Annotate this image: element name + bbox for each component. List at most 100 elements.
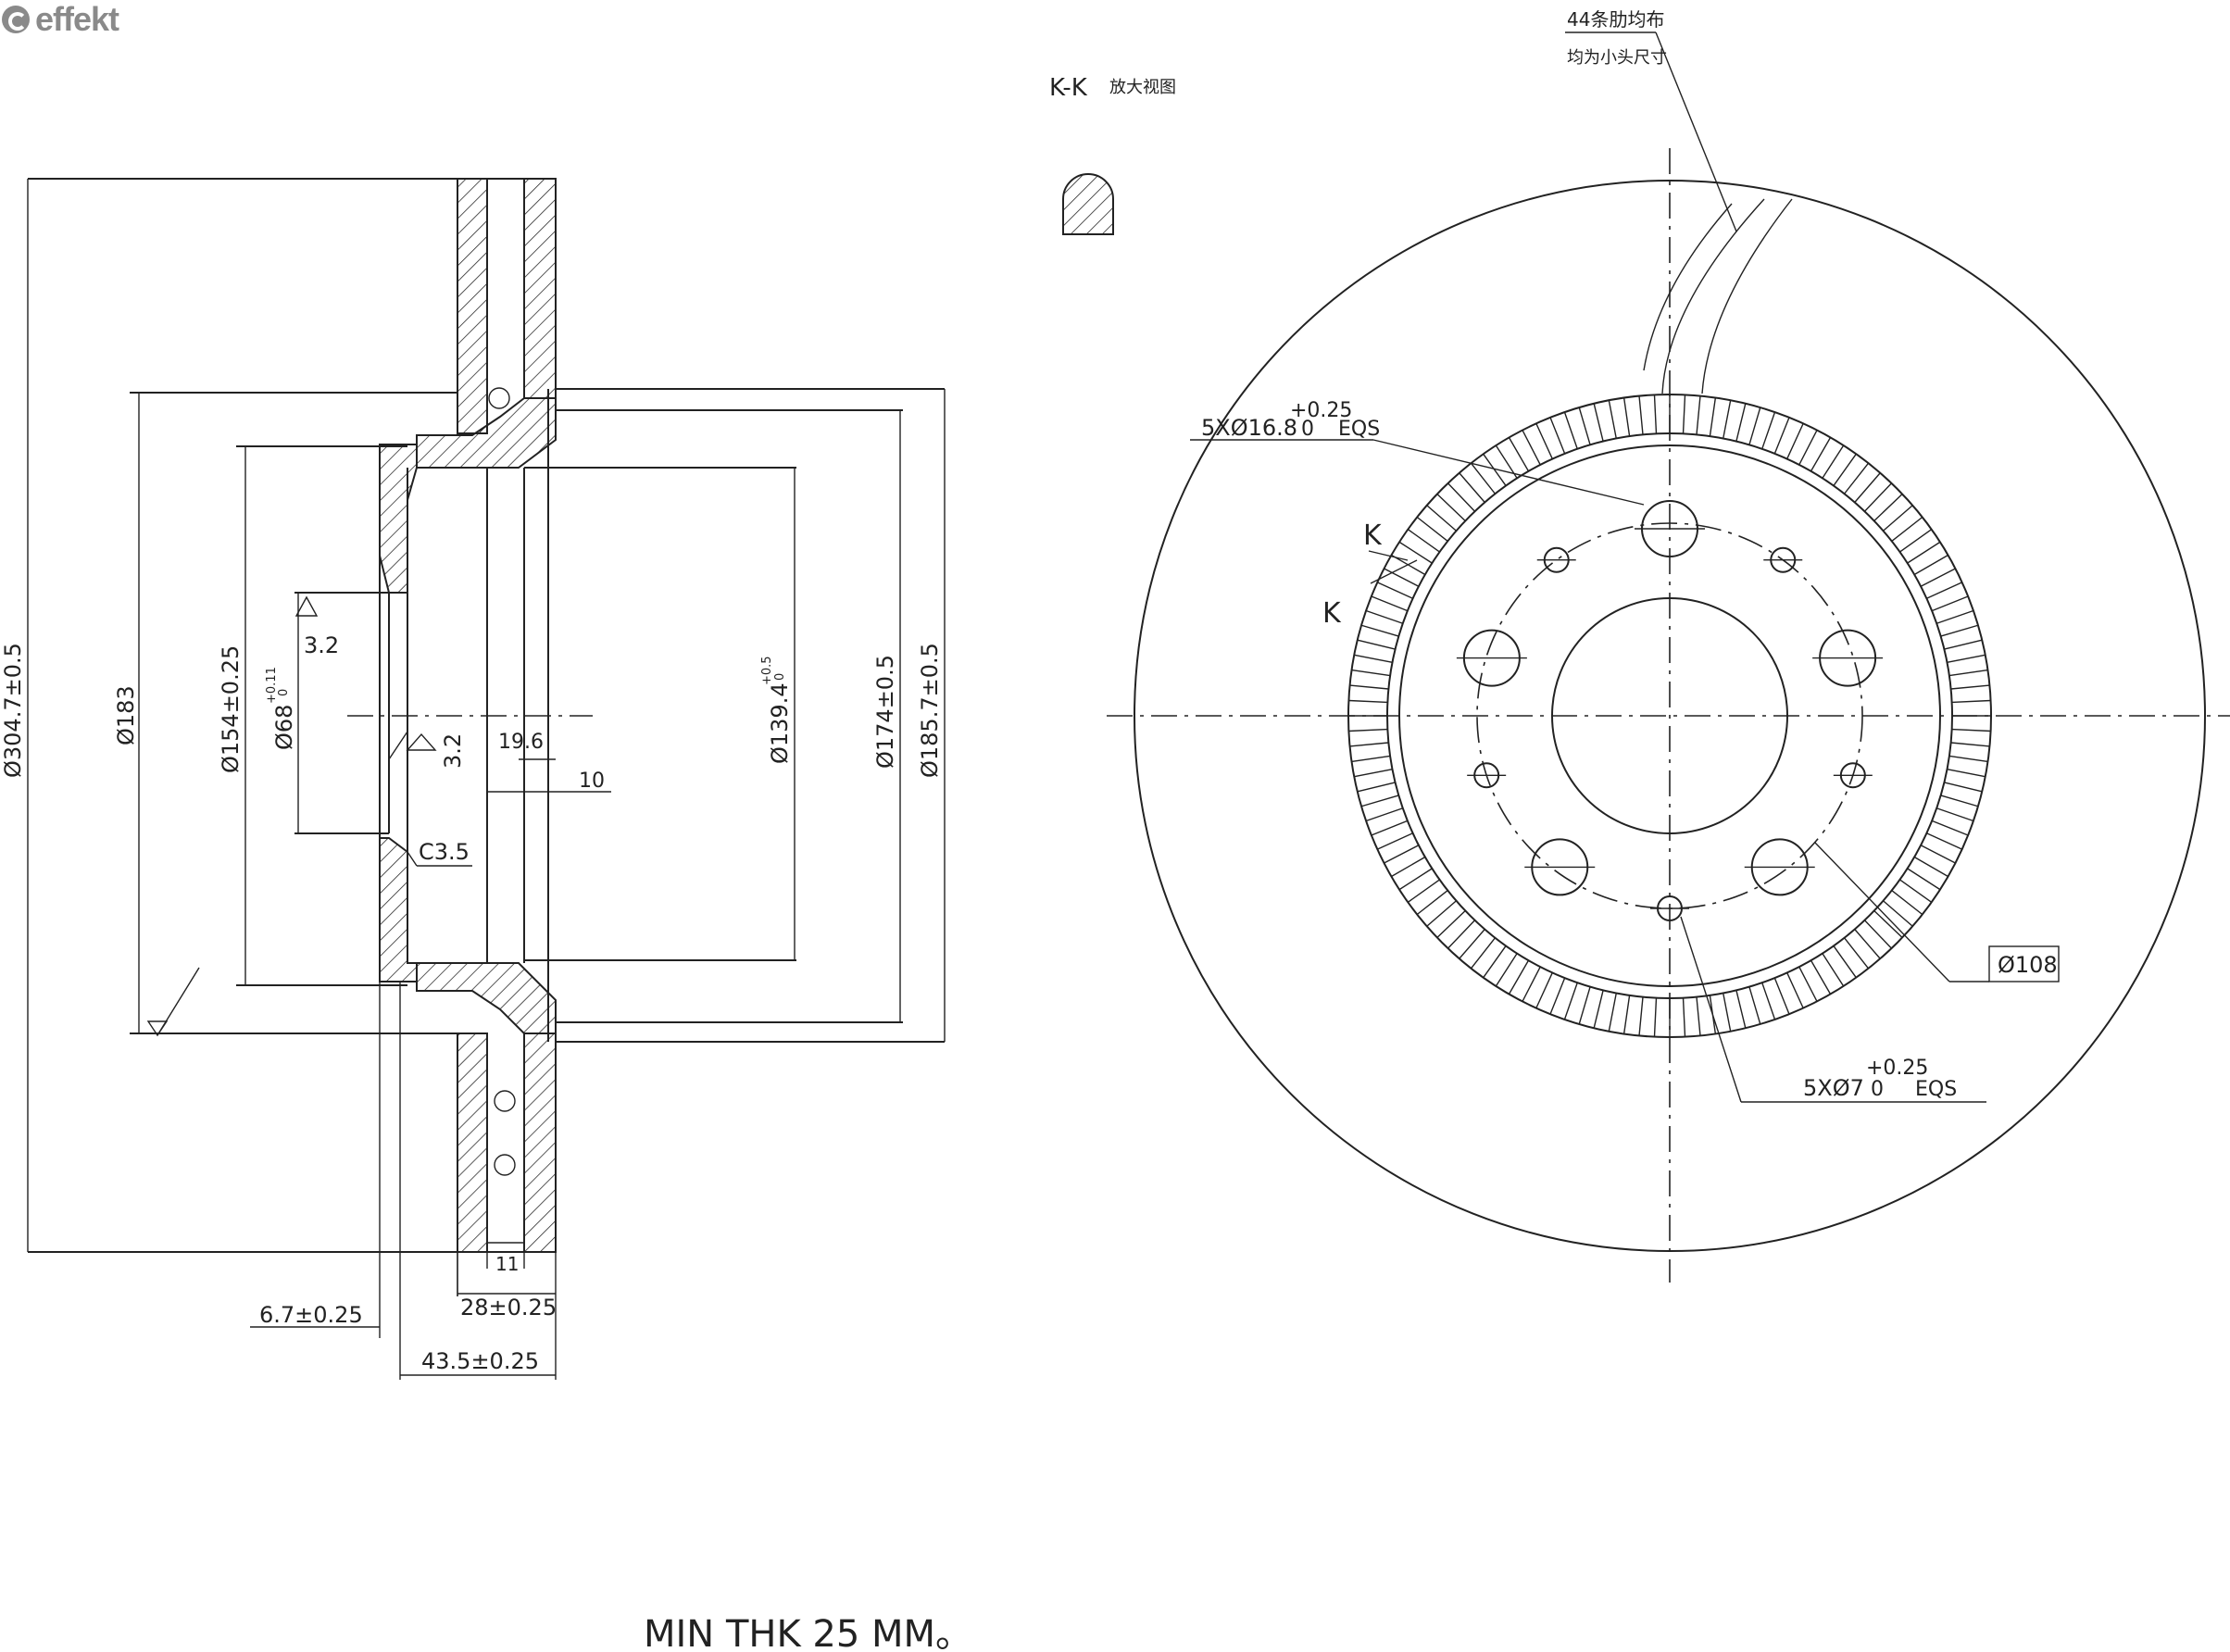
rib-tick	[1950, 684, 1990, 690]
rib-tick	[1899, 879, 1933, 903]
rib-tick	[1709, 397, 1717, 437]
rib-tick	[1495, 444, 1518, 479]
rib-tick	[1913, 554, 1948, 576]
roughness-a: 3.2	[304, 632, 339, 658]
rib-tick	[1696, 996, 1701, 1036]
dim-vane-11: 11	[495, 1253, 519, 1275]
rib-tick	[1508, 959, 1530, 995]
rib-tick	[1863, 482, 1892, 512]
rib-tick	[1653, 394, 1658, 434]
vane-circle-2	[494, 1090, 516, 1112]
big-holes-label: 5XØ16.8	[1201, 415, 1297, 441]
dim-pcd-inner: Ø139.4	[767, 682, 793, 764]
rib-tick	[1549, 977, 1566, 1015]
rib-tick	[1483, 945, 1507, 979]
rib-tick	[1854, 929, 1881, 959]
rib-tick	[1873, 494, 1903, 522]
rib-tick	[1926, 832, 1962, 850]
rib-tick	[1483, 453, 1507, 486]
rib-tick	[1948, 755, 1988, 763]
detail-title-cn: 放大视图	[1109, 78, 1176, 97]
rib-tick	[1470, 462, 1497, 494]
rib-ticks	[1348, 394, 1991, 1037]
rib-tick	[1354, 769, 1393, 778]
section-mark-2: K	[1322, 597, 1342, 630]
section-mark-1: K	[1363, 519, 1383, 552]
rib-tick	[1748, 407, 1761, 445]
small-holes-tol-lower: 0	[1871, 1078, 1884, 1101]
big-holes-tol-lower: 0	[1301, 418, 1314, 441]
rib-tick	[1863, 920, 1892, 949]
rib-tick	[1447, 920, 1476, 949]
rib-tick	[1833, 945, 1857, 979]
big-holes-tol-upper: +0.25	[1290, 399, 1352, 422]
rib-tick	[1748, 986, 1761, 1025]
rib-tick	[1947, 654, 1986, 663]
rib-tick	[1920, 845, 1956, 864]
rib-tick	[1907, 541, 1941, 564]
rib-tick	[1608, 993, 1617, 1032]
rib-tick	[1891, 516, 1923, 543]
rib-tick	[1459, 472, 1485, 503]
rib-tick	[1913, 856, 1948, 878]
rib-tick	[1436, 909, 1466, 938]
rib-tick	[1563, 411, 1578, 450]
dim-thk-28: 28±0.25	[460, 1295, 557, 1320]
hub-flange-upper	[379, 444, 418, 594]
effekt-logo: effekt	[2, 0, 119, 39]
rib-tick	[1883, 900, 1913, 927]
rib-tick	[1522, 966, 1541, 1002]
rib-tick	[1735, 403, 1747, 442]
rib-tick	[1810, 437, 1832, 472]
rib-tick	[1940, 624, 1979, 637]
dim-bore-tol-lower: 0	[277, 689, 291, 696]
effekt-logo-icon	[2, 6, 30, 33]
rib-tick	[1798, 966, 1818, 1002]
rib-tick	[1351, 669, 1391, 677]
vane-circle-3	[494, 1154, 516, 1176]
rib-tick	[1398, 541, 1433, 564]
rib-tick	[1735, 990, 1747, 1029]
rib-tick	[1407, 529, 1440, 553]
dim-185: Ø185.7±0.5	[917, 643, 943, 778]
small-holes-label: 5XØ7	[1803, 1075, 1864, 1101]
rib-tick	[1873, 909, 1903, 938]
footer-note: MIN THK 25 MM。	[644, 1613, 972, 1652]
rib-tick	[1854, 472, 1881, 503]
rib-tick	[1549, 417, 1566, 455]
rib-tick	[1459, 929, 1485, 959]
front-view	[1107, 31, 2230, 1283]
rib-tick	[1798, 430, 1818, 466]
rib-tick	[1360, 624, 1399, 637]
rib-tick	[1931, 595, 1969, 612]
rib-tick	[1426, 505, 1457, 532]
rib-tick	[1682, 394, 1686, 434]
rib-tick	[1883, 505, 1913, 532]
rib-tick	[1349, 742, 1389, 747]
rib-tick	[1365, 807, 1404, 822]
rib-tick	[1951, 728, 1991, 732]
rib-tick	[1371, 595, 1409, 612]
rib-tick	[1622, 995, 1631, 1034]
rib-tick	[1398, 868, 1433, 891]
rib-tick	[1843, 462, 1870, 494]
rib-tick	[1426, 900, 1457, 927]
rib-tick	[1682, 997, 1686, 1037]
rib-tick	[1377, 582, 1413, 599]
small-holes-tol-upper: +0.25	[1866, 1057, 1928, 1080]
hub-flange-lower	[379, 837, 418, 982]
inner-plate-lower	[523, 1032, 557, 1253]
dim-10: 10	[579, 770, 605, 793]
rib-tick	[1936, 609, 1974, 624]
dim-hat-dia: Ø183	[113, 685, 139, 745]
rib-tick	[1407, 879, 1440, 903]
rib-tick	[1843, 937, 1870, 970]
inner-plate-upper	[523, 178, 557, 399]
outer-plate-lower	[457, 1032, 488, 1253]
dim-19-6: 19.6	[498, 731, 544, 754]
rib-tick	[1348, 699, 1388, 704]
rib-tick	[1723, 400, 1732, 439]
dim-overall-dia: Ø304.7±0.5	[0, 643, 26, 778]
big-holes-suffix: EQS	[1338, 418, 1380, 441]
rib-tick	[1508, 437, 1530, 472]
